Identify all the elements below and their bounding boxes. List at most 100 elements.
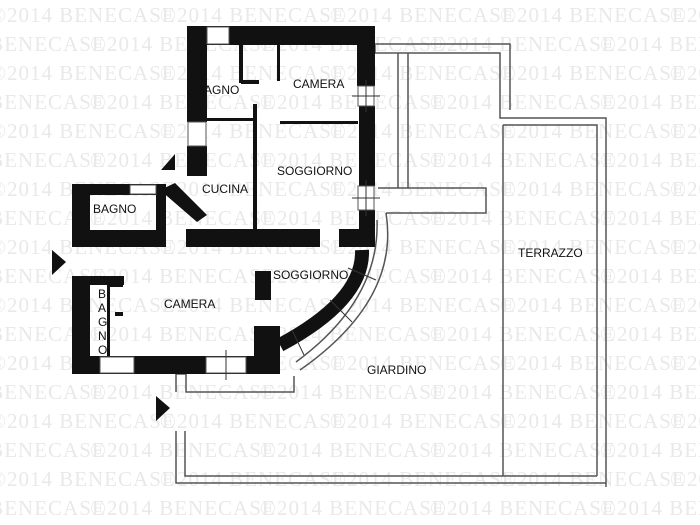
watermark-text: ©2014 BENECASE [90,148,276,172]
partition-camera [277,45,280,81]
watermark-text: ©2014 BENECASE [260,90,446,114]
watermark-text: ©2014 BENECASE [0,61,176,85]
watermark-text: ©2014 BENECASE [670,351,700,375]
watermark-text: ©2014 BENECASE [670,409,700,433]
watermark-text: ©2014 BENECASE [0,496,106,520]
watermark-text: ©2014 BENECASE [160,3,346,27]
watermark-text: ©2014 BENECASE [160,177,346,201]
watermark-text: ©2014 BENECASE [160,467,346,491]
watermark-text: ©2014 BENECASE [670,293,700,317]
watermark-text: ©2014 BENECASE [0,438,106,462]
watermark-text: ©2014 BENECASE [260,438,446,462]
watermark-text: ©2014 BENECASE [600,148,700,172]
wall-lower-right [254,326,280,374]
partition-small-bath-top [107,284,123,287]
mullion-curve-2 [329,299,353,323]
watermark-text: ©2014 BENECASE [600,90,700,114]
wall-upper-left [187,26,207,122]
room-labels: BAGNO CAMERA SOGGIORNO CUCINA BAGNO SOGG… [93,77,583,377]
watermark-text: ©2014 BENECASE [90,438,276,462]
partition-bath-step [241,80,259,84]
watermark-text: ©2014 BENECASE [430,438,616,462]
watermark-text: ©2014 BENECASE [90,206,276,230]
wall-left-bath-right [156,184,166,247]
watermark-text: ©2014 BENECASE [0,32,106,56]
garden-outline-bottom [175,431,606,484]
watermark-text: ©2014 BENECASE [260,148,446,172]
window-cucina [187,121,207,147]
watermark-text: ©2014 BENECASE [600,380,700,404]
watermark-text: ©2014 BENECASE [500,467,686,491]
label-soggiorno-bottom: SOGGIORNO [273,268,348,282]
watermark-text: ©2014 BENECASE [330,3,516,27]
partition-small-bath [107,284,110,356]
watermark-text: ©2014 BENECASE [260,206,446,230]
entrance-arrow-icon [52,250,66,275]
terrace-outline-inner [503,124,598,476]
watermark-text: ©2014 BENECASE [160,293,346,317]
watermark-text: ©2014 BENECASE [600,264,700,288]
wall-middle [186,229,320,247]
label-camera-bottom: CAMERA [164,297,215,311]
watermark-text: ©2014 BENECASE [500,351,686,375]
watermark-text: ©2014 BENECASE [500,119,686,143]
garden-entrance-arrow-icon [156,396,170,421]
watermark-text: ©2014 BENECASE [90,322,276,346]
watermark-text: ©2014 BENECASE [430,148,616,172]
label-bagno-vertical-1: B [98,287,106,301]
watermark-text: ©2014 BENECASE [600,32,700,56]
watermark-text: ©2014 BENECASE [670,235,700,259]
watermark-text: ©2014 BENECASE [500,61,686,85]
window-lower-bath [99,356,135,374]
watermark-text: ©2014 BENECASE [670,119,700,143]
label-camera-top: CAMERA [293,77,344,91]
wall-upper-right [357,26,375,86]
watermark-text: ©2014 BENECASE [0,3,176,27]
watermark-text: ©2014 BENECASE [0,409,176,433]
watermark-text: ©2014 BENECASE [0,148,106,172]
watermark-text: ©2014 BENECASE [330,351,516,375]
label-bagno-vertical-2: A [98,301,106,315]
wall-curved [276,249,370,352]
garden-path [378,187,487,214]
mullion-curve-3 [291,329,305,356]
watermark-text: ©2014 BENECASE [500,3,686,27]
watermark-text: ©2014 BENECASE [500,235,686,259]
watermark-text: ©2014 BENECASE [600,322,700,346]
watermark-text: ©2014 BENECASE [430,322,616,346]
pillar [255,271,271,300]
watermark-text: ©2014 BENECASE [430,380,616,404]
watermark-text: ©2014 BENECASE [430,90,616,114]
watermark-text: ©2014 BENECASE [500,293,686,317]
label-giardino: GIARDINO [367,363,426,377]
watermark-layer: ©2014 BENECASE©2014 BENECASE©2014 BENECA… [0,3,700,520]
label-soggiorno-top: SOGGIORNO [277,164,352,178]
watermark-text: ©2014 BENECASE [90,496,276,520]
watermark-text: ©2014 BENECASE [0,380,106,404]
wall-middle-right [339,229,375,247]
watermark-text: ©2014 BENECASE [260,496,446,520]
watermark-text: ©2014 BENECASE [500,177,686,201]
label-bagno-vertical-5: O [98,343,107,357]
partition-bath-top [239,45,243,83]
watermark-text: ©2014 BENECASE [430,496,616,520]
watermark-text: ©2014 BENECASE [670,467,700,491]
watermark-text: ©2014 BENECASE [90,90,276,114]
wall-lower-left [72,276,90,374]
watermark-text: ©2014 BENECASE [670,177,700,201]
watermark-text: ©2014 BENECASE [600,206,700,230]
watermark-text: ©2014 BENECASE [0,119,176,143]
window-top [206,26,230,45]
label-bagno-vertical-4: N [98,329,107,343]
watermark-text: ©2014 BENECASE [330,467,516,491]
curved-edge-inner [295,219,378,363]
label-terrazzo: TERRAZZO [518,246,583,260]
garden-outline-bottom-inner [184,431,597,477]
terrace-outline-top [375,43,511,110]
wall-upper-right-mid [359,106,375,186]
triangle-marker-icon [161,154,175,170]
watermark-text: ©2014 BENECASE [670,3,700,27]
label-cucina: CUCINA [202,182,248,196]
